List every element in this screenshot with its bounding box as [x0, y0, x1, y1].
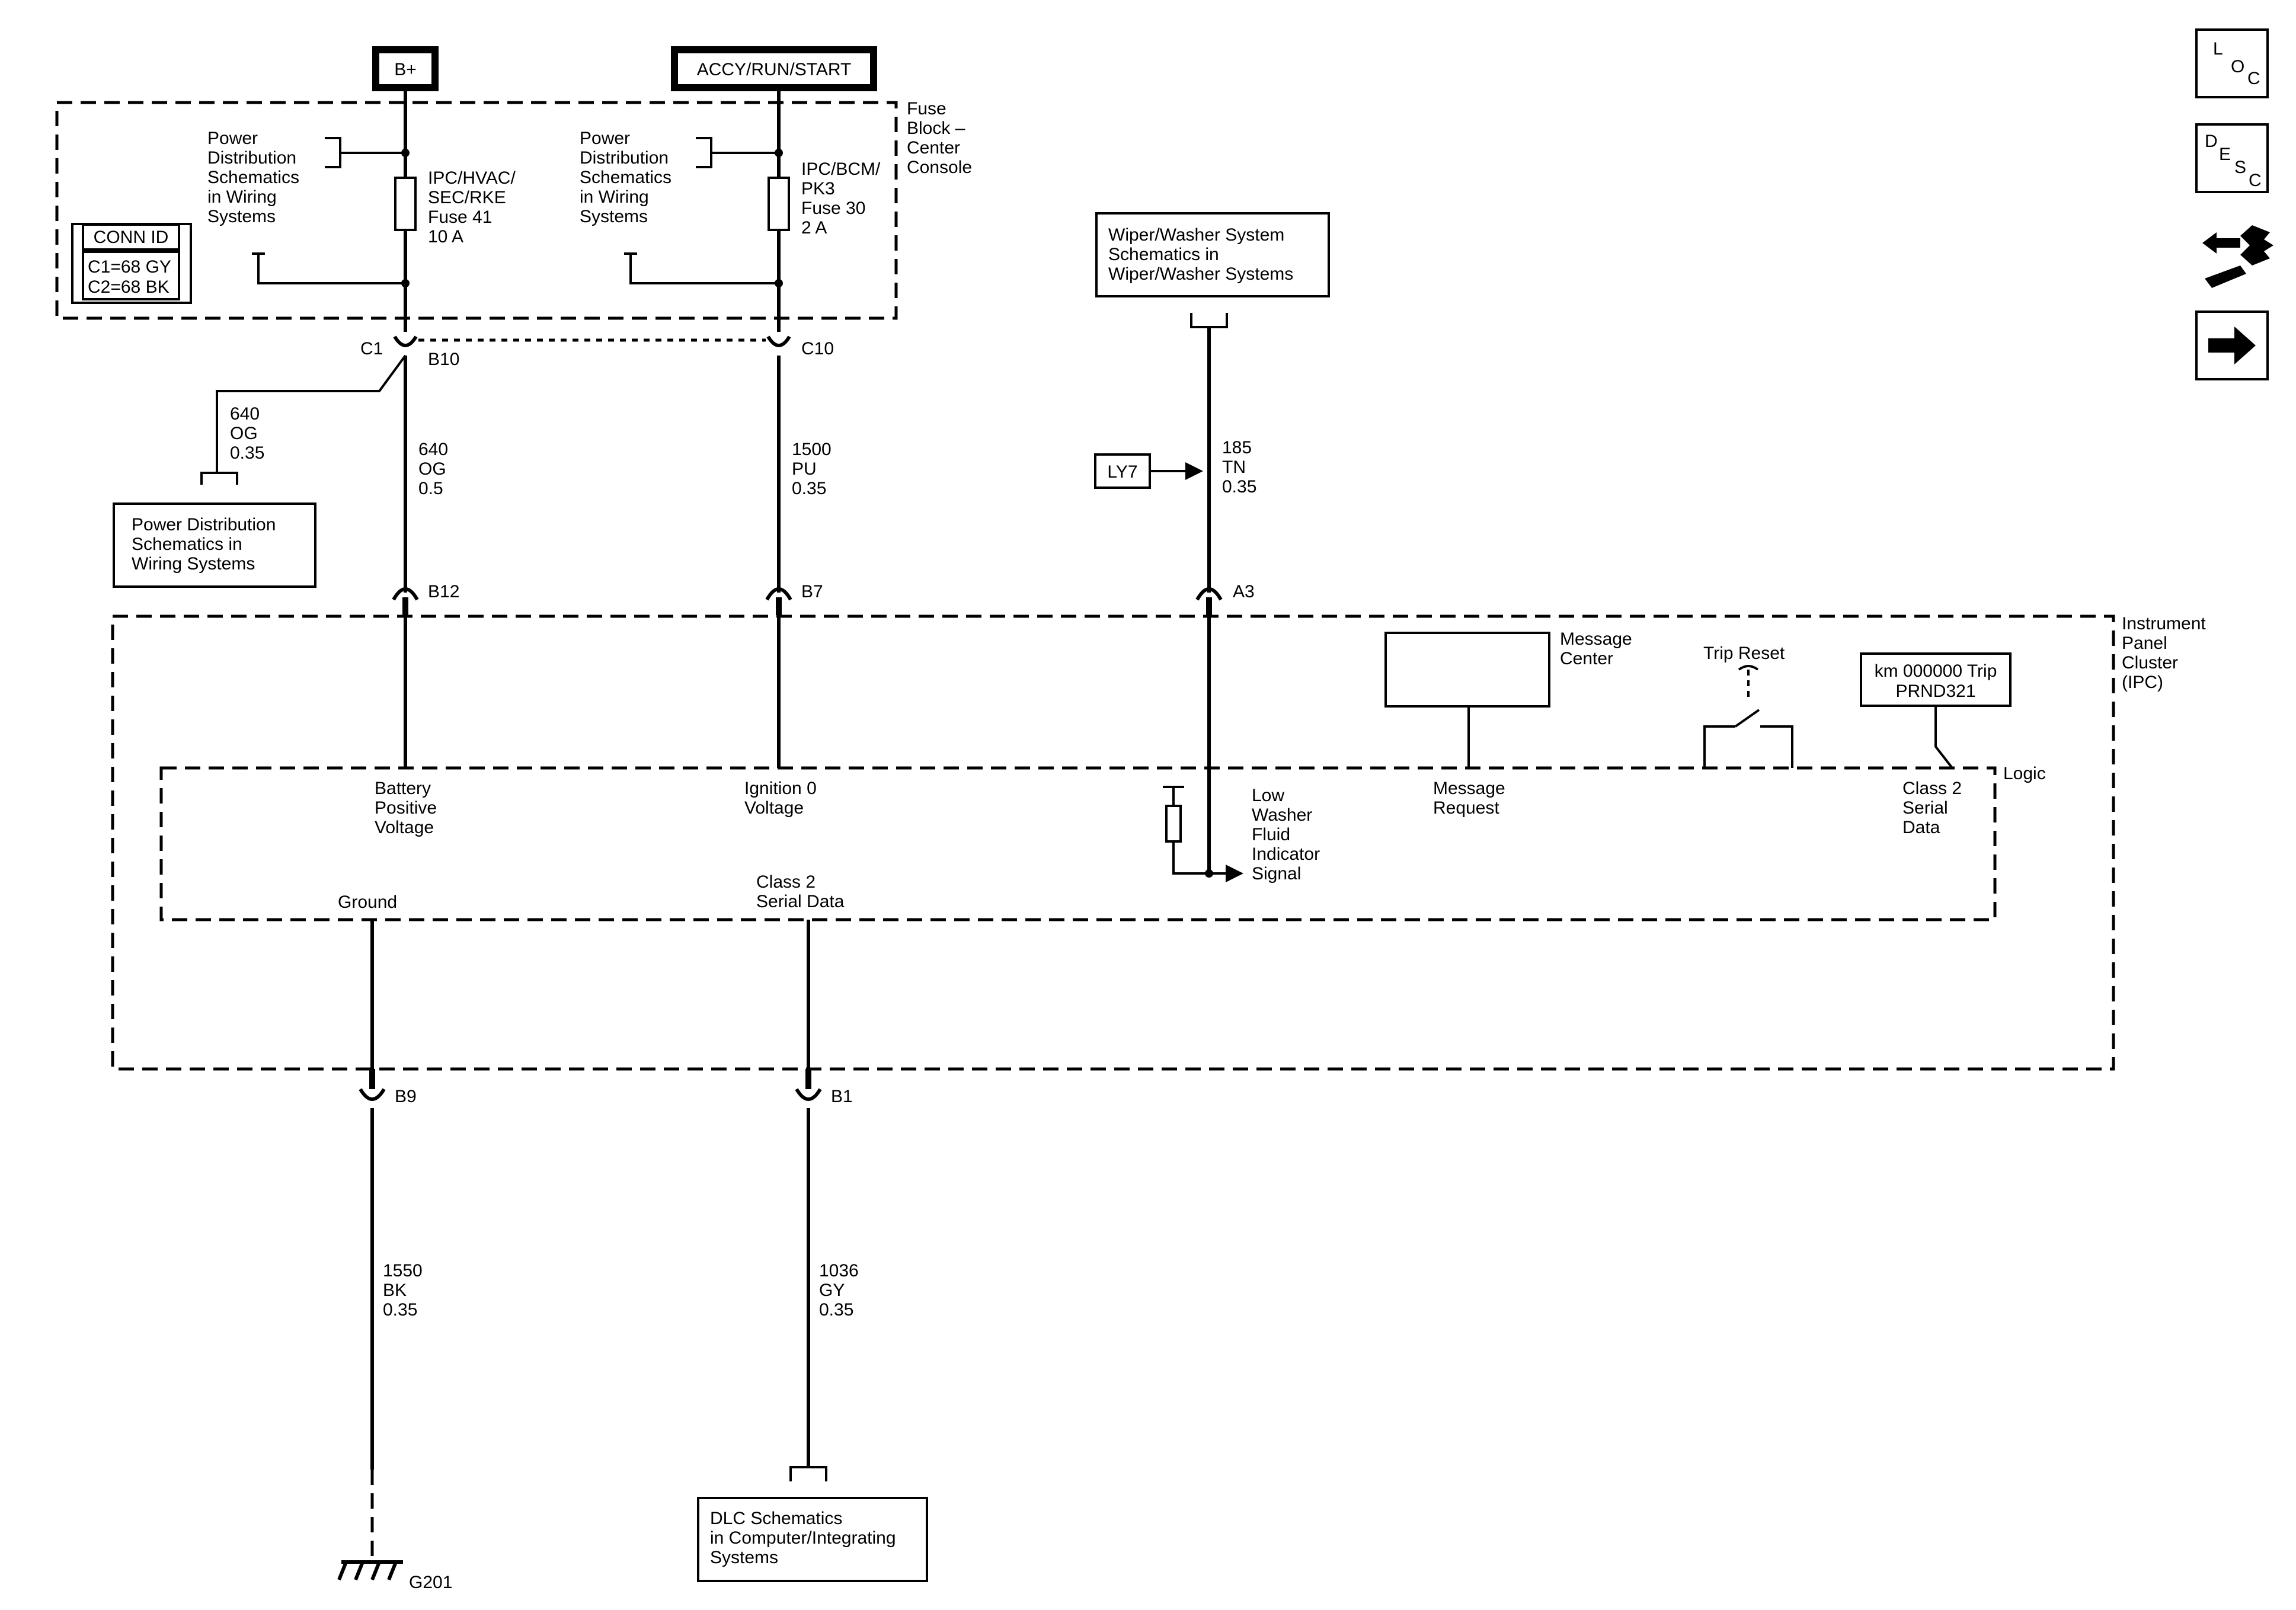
washer-pullup-resistor: [1165, 805, 1182, 843]
ground-g201-icon: [337, 1560, 403, 1581]
fuse-41-label: IPC/HVAC/ SEC/RKE Fuse 41 10 A: [428, 168, 520, 247]
accy-run-start-source: ACCY/RUN/START: [671, 46, 877, 91]
power-distribution-ref-box[interactable]: Power Distribution Schematics in Wiring …: [113, 502, 316, 588]
ipc-label: Instrument Panel Cluster (IPC): [2122, 614, 2211, 692]
odometer-display: km 000000 Trip PRND321: [1860, 652, 2012, 707]
svg-text:Power Distribution Schem: Power Distribution Schematics in Wiring …: [132, 515, 281, 574]
connector-b12-label: B12: [428, 582, 459, 601]
accy-label: ACCY/RUN/START: [697, 60, 852, 79]
fuse-30-label: IPC/BCM/ PK3 Fuse 30 2 A: [801, 159, 885, 238]
svg-text:E: E: [2219, 145, 2231, 164]
connector-b9: [359, 1088, 386, 1101]
battery-positive-voltage-label: Battery Positive Voltage: [375, 779, 442, 837]
trip-reset-label: Trip Reset: [1703, 644, 1785, 663]
conn-id-c2: C2=68 BK: [88, 277, 170, 297]
message-center-display: [1384, 632, 1550, 708]
class2-serial-data-center-label: Class 2 Serial Data: [756, 872, 845, 911]
svg-text:D: D: [2205, 132, 2218, 151]
message-center-label: Message Center: [1560, 629, 1637, 668]
connector-b7-label: B7: [801, 582, 823, 601]
svg-text:S: S: [2234, 158, 2246, 177]
logic-label: Logic: [2003, 764, 2046, 783]
wire-1550-label: 1550 BK 0.35: [383, 1261, 427, 1320]
dlc-ref-box[interactable]: DLC Schematics in Computer/Integrating S…: [697, 1497, 928, 1582]
logic-outline: [159, 766, 1997, 921]
desc-icon[interactable]: D E S C: [2195, 123, 2269, 193]
fuse-block-label: Fuse Block – Center Console: [907, 99, 972, 177]
wire-1036-label: 1036 GY 0.35: [819, 1261, 864, 1320]
ipc-outline: [111, 614, 2115, 1071]
connector-a3: [1195, 587, 1223, 601]
conn-id-box: CONN ID C1=68 GY C2=68 BK: [71, 223, 192, 304]
fuse-30: [768, 177, 790, 231]
connector-c10: [766, 335, 791, 347]
wire-640-branch-label: 640 OG 0.35: [230, 404, 264, 463]
connector-b1-label: B1: [831, 1087, 853, 1106]
ignition-0-voltage-label: Ignition 0 Voltage: [744, 779, 821, 818]
wire-185-label: 185 TN 0.35: [1222, 438, 1256, 497]
pd-ref-left: Power Distribution Schematics in Wiring …: [207, 129, 304, 226]
next-arrow-icon[interactable]: [2195, 311, 2269, 380]
svg-text:DLC Schematics in Comput: DLC Schematics in Computer/Integrating S…: [710, 1509, 901, 1567]
pd-ref-right: Power Distribution Schematics in Wiring …: [580, 129, 676, 226]
connector-a3-label: A3: [1233, 582, 1255, 601]
connector-b7: [765, 587, 792, 601]
svg-text:L: L: [2213, 39, 2223, 59]
connector-b10-label: B10: [428, 350, 459, 369]
connector-c1-label: C1: [360, 339, 383, 359]
svg-text:O: O: [2231, 57, 2244, 76]
wire-1500-label: 1500 PU 0.35: [792, 440, 836, 498]
connector-b10: [393, 335, 418, 347]
svg-text:C: C: [2247, 69, 2260, 88]
ground-g201-label: G201: [409, 1573, 452, 1592]
b-plus-label: B+: [394, 60, 417, 79]
wiper-washer-ref-box[interactable]: Wiper/Washer System Schematics in Wiper/…: [1095, 212, 1330, 297]
svg-text:LY7: LY7: [1107, 462, 1137, 482]
trip-reset-switch[interactable]: [1703, 665, 1793, 768]
connector-b12: [392, 587, 419, 601]
fuse-block-outline: [55, 101, 898, 320]
connector-wrench-icon[interactable]: [2202, 225, 2273, 288]
connector-b1: [795, 1088, 822, 1101]
connector-c10-label: C10: [801, 339, 834, 359]
b-plus-source: B+: [372, 46, 439, 91]
conn-id-c1: C1=68 GY: [88, 257, 171, 277]
low-washer-fluid-label: Low Washer Fluid Indicator Signal: [1252, 786, 1325, 884]
class2-serial-data-right-label: Class 2 Serial Data: [1902, 779, 1966, 837]
connector-b9-label: B9: [395, 1087, 417, 1106]
ground-label: Ground: [338, 892, 397, 912]
fuse-41: [394, 177, 417, 231]
svg-text:PRND321: PRND321: [1895, 681, 1975, 701]
wire-640-main-label: 640 OG 0.5: [418, 440, 453, 498]
svg-text:Wiper/Washer System Sche: Wiper/Washer System Schematics in Wiper/…: [1108, 225, 1293, 284]
conn-id-title: CONN ID: [94, 228, 169, 247]
svg-text:C: C: [2249, 171, 2262, 190]
svg-text:km 000000 Trip: km 000000 Trip: [1875, 661, 1997, 681]
ly7-option-box[interactable]: LY7: [1094, 453, 1151, 489]
loc-icon[interactable]: L O C: [2195, 28, 2269, 98]
message-request-label: Message Request: [1433, 779, 1510, 818]
